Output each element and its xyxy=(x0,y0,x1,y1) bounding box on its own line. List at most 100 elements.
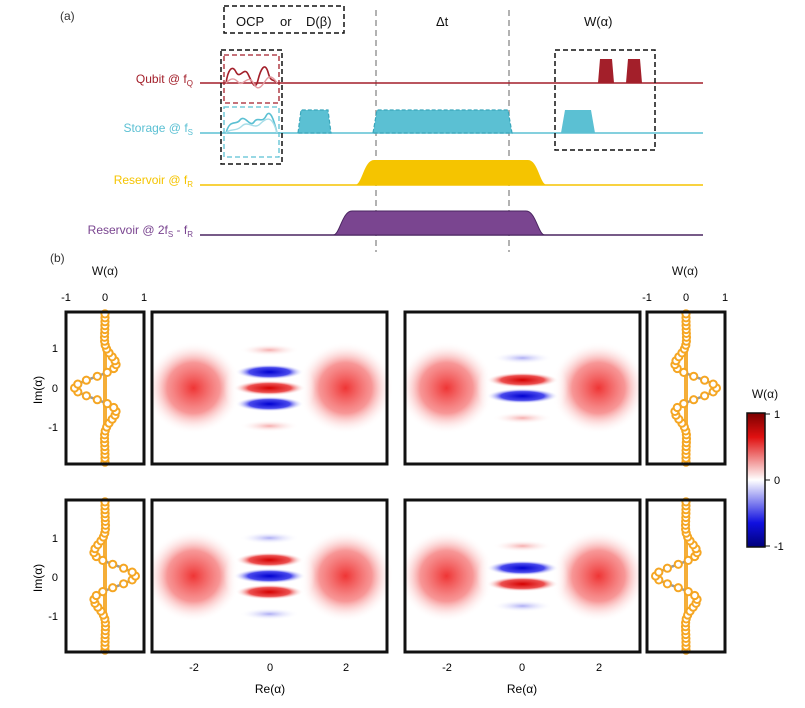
wigner-cuts xyxy=(64,309,727,655)
qubit-ocp-pulse-i xyxy=(225,66,278,87)
cut-top-left-point-14 xyxy=(109,402,119,413)
storage-ocp-inner-box xyxy=(223,106,280,158)
cut-bottom-right-point-21 xyxy=(662,563,672,573)
map-top-left-fringe-2 xyxy=(235,396,304,412)
delta-t-label: Δt xyxy=(436,14,449,29)
cut-bottom-left-point-14 xyxy=(91,590,101,601)
cut-top-left-point-23 xyxy=(102,367,112,377)
ocp-label: OCP xyxy=(236,14,264,29)
storage-wigner-displacement xyxy=(561,110,595,133)
left-cut-tick-neg1: -1 xyxy=(61,292,71,304)
right-cut-tick-neg1: -1 xyxy=(642,292,652,304)
reservoir-drive-pulse xyxy=(355,160,547,185)
right-cut-tick-1: 1 xyxy=(722,292,728,304)
right-cut-title: W(α) xyxy=(672,264,698,278)
re-axis-label-right: Re(α) xyxy=(507,682,537,696)
im-tick-top-0: 0 xyxy=(52,383,58,395)
map-top-left-fringe-0 xyxy=(235,364,304,380)
cut-bottom-right-point-17 xyxy=(662,579,672,589)
right-cut-tick-0: 0 xyxy=(683,292,689,304)
cut-bottom-right-point-14 xyxy=(690,590,700,601)
map-top-left-left-lobe xyxy=(145,342,242,434)
cut-bottom-right-point-20 xyxy=(654,567,664,577)
map-bottom-right-left-lobe xyxy=(398,530,495,622)
map-bottom-right xyxy=(398,498,647,654)
im-tick-top-1: 1 xyxy=(52,343,58,355)
map-top-right-faint-bottom xyxy=(492,412,553,424)
cut-top-right-point-15 xyxy=(679,399,689,409)
map-top-right-fringe-1 xyxy=(486,388,559,404)
map-top-left-faint-bottom xyxy=(239,420,300,432)
cut-bottom-left-point-21 xyxy=(119,563,129,573)
qubit-ocp-pulse-q xyxy=(225,76,278,89)
map-bottom-right-faint-top xyxy=(492,540,553,552)
ocp-pulse-box xyxy=(220,49,283,165)
storage-ocp-pulse-i xyxy=(225,112,278,134)
reservoir-2fs-channel-label: Reservoir @ 2fS - fR xyxy=(88,223,194,239)
cut-top-left-point-16 xyxy=(92,395,102,405)
map-top-right-faint-top xyxy=(492,352,553,364)
map-top-right xyxy=(398,310,647,466)
panel-b: (b) W(α) W(α) -1 0 1 -1 0 1 Im(α) Im(α) … xyxy=(31,251,784,696)
qubit-channel-label: Qubit @ fQ xyxy=(136,72,193,88)
cut-bottom-left-point-20 xyxy=(127,567,137,577)
map-bottom-right-fringe-0 xyxy=(486,560,559,576)
im-tick-bottom-neg1: -1 xyxy=(48,611,58,623)
colorbar-title: W(α) xyxy=(752,387,778,401)
cut-bottom-left-point-23 xyxy=(98,555,108,566)
map-top-right-fringe-0 xyxy=(486,372,559,388)
map-bottom-right-center-halo xyxy=(476,540,569,612)
map-top-left-faint-top xyxy=(239,344,300,356)
map-bottom-left-fringe-1 xyxy=(233,568,306,584)
map-top-right-center-halo xyxy=(476,352,569,424)
re-tick-left-2: 2 xyxy=(343,662,349,674)
storage-evolution-pulse xyxy=(372,109,513,134)
cut-top-left-point-22 xyxy=(92,371,102,381)
map-bottom-right-fringe-1 xyxy=(486,576,559,592)
map-bottom-left-right-lobe xyxy=(297,530,394,622)
cut-top-left xyxy=(64,309,146,467)
reservoir-channel-label: Reservoir @ fR xyxy=(114,173,194,189)
left-cut-tick-1: 1 xyxy=(141,292,147,304)
cut-bottom-left xyxy=(64,497,146,655)
cut-top-right-point-14 xyxy=(672,402,682,413)
cut-top-right-point-22 xyxy=(689,371,699,381)
map-bottom-left-fringe-2 xyxy=(235,584,304,600)
map-top-left-fringe-1 xyxy=(233,380,306,396)
re-tick-right-0: 0 xyxy=(519,662,525,674)
colorbar-label-neg1: -1 xyxy=(774,541,784,553)
cut-top-right xyxy=(645,309,727,467)
cut-bottom-left-point-16 xyxy=(108,583,118,593)
map-top-left-frame xyxy=(150,310,389,466)
cut-top-right-point-17 xyxy=(700,391,710,401)
cut-bottom-left-point-22 xyxy=(108,559,118,569)
colorbar-label-0: 0 xyxy=(774,475,780,487)
reservoir-2fs-drive-pulse xyxy=(332,210,546,236)
displacement-label: D(β) xyxy=(306,14,332,29)
map-bottom-right-faint-bottom xyxy=(492,600,553,612)
cut-bottom-left-point-15 xyxy=(98,587,108,597)
cut-top-right-frame xyxy=(645,310,727,466)
or-label: or xyxy=(280,14,292,29)
map-bottom-right-frame xyxy=(403,498,642,654)
cut-top-left-frame xyxy=(64,310,146,466)
storage-displacement-pulse xyxy=(297,109,332,134)
re-tick-left-neg2: -2 xyxy=(189,662,199,674)
re-tick-right-2: 2 xyxy=(596,662,602,674)
map-bottom-left-frame xyxy=(150,498,389,654)
im-axis-label-bottom: Im(α) xyxy=(31,564,45,592)
cut-top-right-point-21 xyxy=(700,375,710,385)
re-tick-right-neg2: -2 xyxy=(442,662,452,674)
cut-top-left-point-20 xyxy=(73,379,83,389)
map-top-right-left-lobe xyxy=(398,342,495,434)
cut-top-left-point-17 xyxy=(81,391,91,401)
storage-channel-label: Storage @ fS xyxy=(123,121,193,137)
map-bottom-left-left-lobe xyxy=(145,530,242,622)
im-axis-label-top: Im(α) xyxy=(31,376,45,404)
colorbar xyxy=(746,412,766,548)
panel-b-label: (b) xyxy=(50,251,65,265)
cut-top-right-point-20 xyxy=(708,379,718,389)
cut-bottom-right-point-23 xyxy=(683,555,693,566)
im-tick-bottom-1: 1 xyxy=(52,533,58,545)
map-bottom-left-fringe-0 xyxy=(235,552,304,568)
